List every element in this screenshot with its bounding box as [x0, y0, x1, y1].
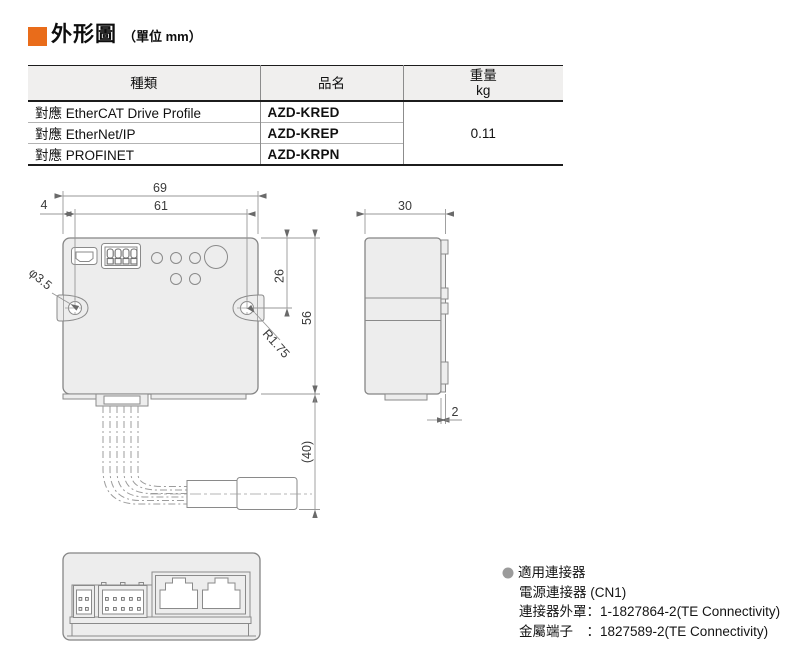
- col-header-weight: 重量 kg: [402, 65, 563, 102]
- dim-height: 56: [300, 311, 314, 325]
- note-line-housing: 連接器外罩：1-1827864-2(TE Connectivity): [519, 604, 781, 619]
- section-marker: [28, 27, 47, 46]
- led: [170, 252, 182, 264]
- col-header-weight-line2: kg: [476, 83, 491, 98]
- bullet-icon: [502, 567, 514, 579]
- dim-total-width: 69: [153, 181, 167, 195]
- dim-ear-radius: R1.75: [260, 327, 293, 361]
- cell-model: AZD-KREP: [259, 122, 403, 144]
- bottom-view: [62, 552, 261, 641]
- rotary-switch: [204, 245, 228, 269]
- col-header-weight-line1: 重量: [469, 68, 497, 83]
- io-connector: [98, 582, 148, 618]
- led: [189, 273, 201, 285]
- connector-note: 適用連接器 電源連接器 (CN1) 連接器外罩：1-1827864-2(TE C…: [502, 563, 802, 641]
- dim-cable-ref: (40): [300, 441, 314, 463]
- cable-connector: [236, 477, 298, 510]
- cell-weight: 0.11: [402, 101, 563, 165]
- dim-hole-from-top: 26: [273, 269, 287, 283]
- unit-note: （單位 mm）: [123, 29, 202, 44]
- note-line-power: 電源連接器 (CN1): [519, 584, 627, 600]
- note-title-text: 適用連接器: [518, 565, 586, 580]
- note-line-contact: 金屬端子 ：1827589-2(TE Connectivity): [519, 623, 769, 639]
- led: [170, 273, 182, 285]
- device-body-side: [364, 237, 442, 395]
- orange-square-icon: [28, 27, 47, 46]
- dim-plate-thickness: 2: [452, 405, 459, 419]
- page-title: 外形圖: [51, 23, 117, 46]
- spec-table: 種類 品名 重量 kg 對應 EtherCAT Drive Profile AZ…: [28, 65, 563, 166]
- led-indicators: [151, 245, 228, 285]
- power-connector-cn1: [73, 585, 95, 618]
- dim-hole-dia: φ3.5: [26, 266, 55, 293]
- cell-type: 對應 EtherNet/IP: [28, 122, 260, 144]
- dim-edge-offset: 4: [41, 198, 48, 212]
- front-view: 69 61 4 φ3.5 R1.75 26 56 (40): [26, 181, 320, 518]
- cell-model: AZD-KRPN: [259, 143, 403, 165]
- table-row: 對應 EtherCAT Drive Profile AZD-KRED 0.11: [28, 101, 563, 165]
- side-view: 30 2: [356, 199, 462, 424]
- table-row: 對應 EtherNet/IP AZD-KREP: [28, 122, 563, 144]
- bottom-connector-side: [384, 393, 428, 401]
- rj45-jack: [159, 577, 198, 609]
- cell-type: 對應 PROFINET: [28, 143, 260, 165]
- table-header-row: 種類 品名 重量 kg: [28, 65, 563, 102]
- cell-type: 對應 EtherCAT Drive Profile: [35, 106, 202, 121]
- lead-wires: [102, 406, 187, 505]
- table-row: 對應 PROFINET AZD-KRPN: [28, 143, 563, 165]
- side-dimensions: 30 2: [356, 199, 462, 424]
- rj45-jack: [202, 577, 241, 609]
- led: [189, 252, 201, 264]
- dim-side-width: 30: [398, 199, 412, 213]
- section-header: 外形圖 （單位 mm）: [28, 24, 202, 46]
- dim-inner-width: 61: [154, 199, 168, 213]
- cell-model: AZD-KRED: [259, 101, 403, 123]
- connector-note-title: 適用連接器: [502, 563, 802, 583]
- led: [151, 252, 163, 264]
- col-header-type: 種類: [28, 65, 260, 102]
- bottom-tab: [62, 393, 97, 400]
- bottom-plate: [150, 393, 247, 400]
- col-header-name: 品名: [259, 65, 403, 102]
- dip-switch-block: [101, 243, 141, 269]
- usb-connector: [71, 247, 98, 265]
